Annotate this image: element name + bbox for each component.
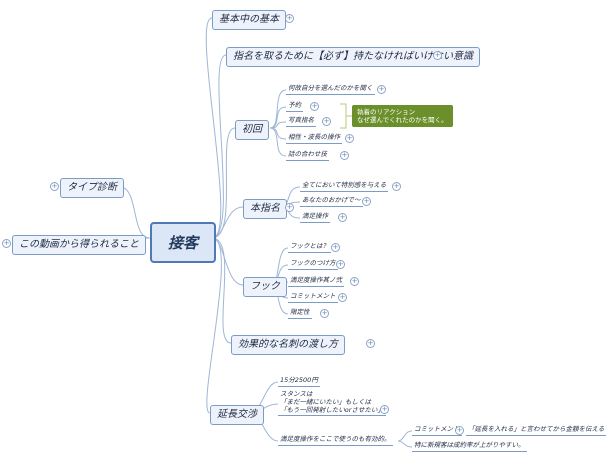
expand-icon[interactable]: + — [340, 151, 349, 160]
expand-icon[interactable]: + — [285, 203, 294, 212]
hook-child[interactable]: 満足度操作其ノ弐 — [288, 276, 344, 287]
extension-stance[interactable]: スタンスは 「まだ一緒にいたい」もしくは 「もう一回発射したいorさせたい」 — [278, 390, 386, 416]
extension-child[interactable]: 15分2500円 — [278, 376, 320, 387]
honshimei-child[interactable]: 全てにおいて特別感を与える — [300, 181, 389, 192]
hook-node[interactable]: フック — [243, 277, 287, 297]
first-visit-child[interactable]: 予約 — [286, 101, 303, 112]
extension-child[interactable]: 満足度操作をここで使うのも有効的。 — [278, 435, 393, 446]
note-line: 執着のリアクション — [357, 108, 416, 116]
expand-icon[interactable]: + — [2, 239, 11, 248]
expand-icon[interactable]: + — [362, 197, 371, 206]
mindset-node[interactable]: 指名を取るために【必ず】持たなければいけない意識 — [226, 47, 480, 67]
expand-icon[interactable]: + — [285, 14, 294, 23]
hook-child[interactable]: フックのつけ方 — [288, 259, 338, 270]
business-card-node[interactable]: 効果的な名刺の渡し方 — [231, 335, 345, 355]
hook-child[interactable]: フックとは？ — [288, 242, 331, 253]
extension-node[interactable]: 延長交渉 — [210, 405, 264, 425]
honshimei-node[interactable]: 本指名 — [243, 199, 287, 219]
stance-line: スタンスは — [280, 390, 313, 398]
stance-line: 「まだ一緒にいたい」もしくは — [280, 398, 371, 406]
expand-icon[interactable]: + — [455, 426, 464, 435]
expand-icon[interactable]: + — [392, 182, 401, 191]
expand-icon[interactable]: + — [322, 117, 331, 126]
expand-icon[interactable]: + — [338, 293, 347, 302]
expand-icon[interactable]: + — [345, 134, 354, 143]
expand-icon[interactable]: + — [366, 339, 375, 348]
honshimei-child[interactable]: 満足操作 — [300, 212, 330, 223]
stance-line: 「もう一回発射したいorさせたい」 — [280, 406, 384, 414]
video-benefits-node[interactable]: この動画から得られること — [12, 235, 146, 255]
first-visit-node[interactable]: 初回 — [235, 120, 269, 140]
expand-icon[interactable]: + — [336, 260, 345, 269]
expand-icon[interactable]: + — [331, 243, 340, 252]
expand-icon[interactable]: + — [320, 309, 329, 318]
note-line: なぜ選んでくれたのかを聞く。 — [357, 116, 448, 124]
first-visit-child[interactable]: 写真指名 — [286, 116, 316, 127]
commitment-node[interactable]: コミットメント — [412, 425, 462, 436]
basics-node[interactable]: 基本中の基本 — [212, 10, 286, 30]
type-diagnosis-node[interactable]: タイプ診断 — [60, 178, 124, 198]
honshimei-child[interactable]: あなたのおかげで〜 — [300, 196, 363, 207]
hook-child[interactable]: 限定性 — [288, 308, 312, 319]
expand-icon[interactable]: + — [50, 182, 59, 191]
newcomer-node[interactable]: 特に新規客は成約率が上がりやすい。 — [412, 441, 527, 452]
expand-icon[interactable]: + — [338, 213, 347, 222]
first-visit-child[interactable]: 話の合わせ技 — [286, 150, 329, 161]
expand-icon[interactable]: + — [377, 85, 386, 94]
first-visit-child[interactable]: 何故自分を選んだのかを聞く — [286, 84, 375, 95]
root-node[interactable]: 接客 — [150, 222, 217, 263]
expand-icon[interactable]: + — [350, 277, 359, 286]
expand-icon[interactable]: + — [380, 405, 389, 414]
first-visit-note: 執着のリアクション なぜ選んでくれたのかを聞く。 — [352, 105, 453, 127]
commitment-detail[interactable]: 「延長を入れる」と言わせてから金額を伝える — [466, 425, 607, 436]
expand-icon[interactable]: + — [433, 51, 442, 60]
hook-child[interactable]: コミットメント — [288, 292, 338, 303]
first-visit-child[interactable]: 相性・波長の操作 — [286, 133, 342, 144]
expand-icon[interactable]: + — [310, 102, 319, 111]
